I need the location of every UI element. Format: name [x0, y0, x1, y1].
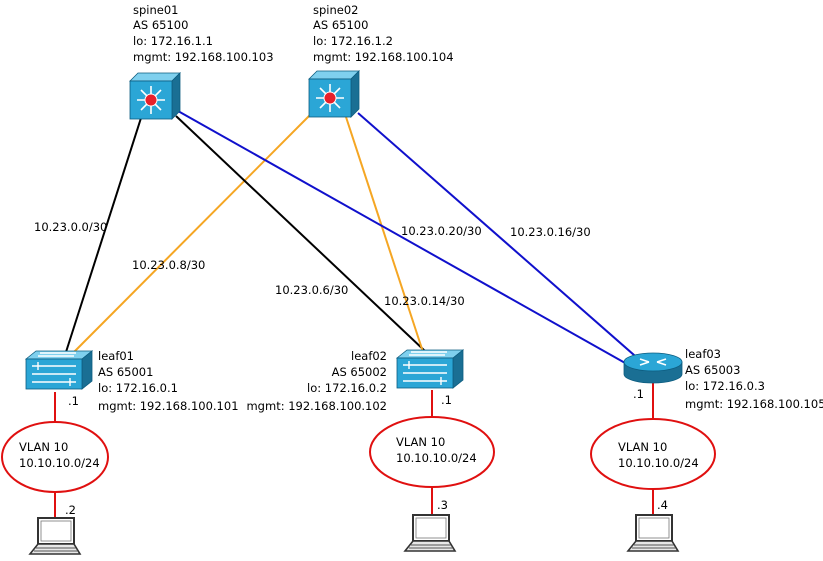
leaf02-loopback: lo: 172.16.0.2	[307, 381, 387, 395]
leaf01-mgmt: mgmt: 192.168.100.101	[98, 399, 239, 413]
link-spine02-leaf03	[357, 112, 643, 363]
router-icon	[623, 352, 683, 384]
link-spine02-leaf01	[73, 114, 311, 353]
leaf01-as: AS 65001	[98, 365, 153, 379]
node-leaf03[interactable]: leaf03 AS 65003 lo: 172.16.0.3 mgmt: 192…	[623, 347, 823, 411]
vlan-subnet: 10.10.10.0/24	[396, 451, 477, 465]
leaf02-as: AS 65002	[332, 365, 387, 379]
vlan-subnet: 10.10.10.0/24	[618, 456, 699, 470]
link-label-spine01-leaf03: 10.23.0.20/30	[401, 224, 482, 238]
laptop-icon[interactable]	[403, 514, 457, 552]
leaf03-loopback: lo: 172.16.0.3	[685, 379, 765, 393]
interface-labels: .1 .1 .1 .2 .3 .4	[65, 387, 668, 517]
spine02-mgmt: mgmt: 192.168.100.104	[313, 50, 454, 64]
spine02-as: AS 65100	[313, 18, 368, 32]
leaf02-mgmt: mgmt: 192.168.100.102	[246, 399, 387, 413]
node-leaf01[interactable]: leaf01 AS 65001 lo: 172.16.0.1 mgmt: 192…	[24, 349, 239, 413]
leaf03-mgmt: mgmt: 192.168.100.105	[685, 397, 823, 411]
node-spine01[interactable]: spine01 AS 65100 lo: 172.16.1.1 mgmt: 19…	[129, 3, 274, 120]
links	[54, 110, 654, 518]
link-label-spine01-leaf02: 10.23.0.6/30	[275, 283, 348, 297]
host-label-leaf02: .3	[437, 498, 448, 512]
link-spine01-leaf03	[177, 110, 635, 369]
leaf02-name: leaf02	[351, 349, 387, 363]
spine01-mgmt: mgmt: 192.168.100.103	[133, 50, 274, 64]
gateway-label-leaf02: .1	[441, 393, 452, 407]
vlan-name: VLAN 10	[618, 440, 667, 454]
link-spine02-leaf02	[345, 116, 424, 353]
vlan-name: VLAN 10	[19, 440, 68, 454]
laptop-icon[interactable]	[626, 514, 680, 552]
multilayer-switch-icon	[308, 70, 360, 118]
multilayer-switch-icon	[129, 72, 181, 120]
link-label-spine02-leaf01: 10.23.0.8/30	[132, 258, 205, 272]
spine02-loopback: lo: 172.16.1.2	[313, 34, 393, 48]
spine02-name: spine02	[313, 3, 358, 17]
leaf01-name: leaf01	[98, 349, 134, 363]
laptop-icon[interactable]	[28, 517, 82, 555]
vlan-segment-leaf01: VLAN 10 10.10.10.0/24	[1, 421, 109, 493]
link-label-spine02-leaf03: 10.23.0.16/30	[510, 225, 591, 239]
vlan-segment-leaf03: VLAN 10 10.10.10.0/24	[590, 418, 716, 490]
spine01-loopback: lo: 172.16.1.1	[133, 34, 213, 48]
link-spine01-leaf02	[175, 115, 427, 353]
node-leaf02[interactable]: leaf02 AS 65002 lo: 172.16.0.2 mgmt: 192…	[246, 349, 465, 413]
switch-icon	[395, 349, 465, 389]
leaf03-name: leaf03	[685, 347, 721, 361]
gateway-label-leaf03: .1	[633, 387, 644, 401]
vlan-name: VLAN 10	[396, 435, 445, 449]
switch-icon	[24, 350, 94, 390]
link-label-spine02-leaf02: 10.23.0.14/30	[384, 294, 465, 308]
vlan-subnet: 10.10.10.0/24	[19, 456, 100, 470]
spine01-name: spine01	[133, 3, 178, 17]
gateway-label-leaf01: .1	[68, 394, 79, 408]
host-label-leaf03: .4	[657, 498, 668, 512]
spine01-as: AS 65100	[133, 18, 188, 32]
link-label-spine01-leaf01: 10.23.0.0/30	[34, 220, 107, 234]
link-labels: 10.23.0.0/30 10.23.0.8/30 10.23.0.6/30 1…	[34, 220, 591, 308]
node-spine02[interactable]: spine02 AS 65100 lo: 172.16.1.2 mgmt: 19…	[308, 3, 454, 118]
leaf03-as: AS 65003	[685, 363, 740, 377]
vlan-segment-leaf02: VLAN 10 10.10.10.0/24	[369, 416, 495, 488]
leaf01-loopback: lo: 172.16.0.1	[98, 381, 178, 395]
link-spine01-leaf01	[65, 117, 142, 353]
host-label-leaf01: .2	[65, 503, 76, 517]
